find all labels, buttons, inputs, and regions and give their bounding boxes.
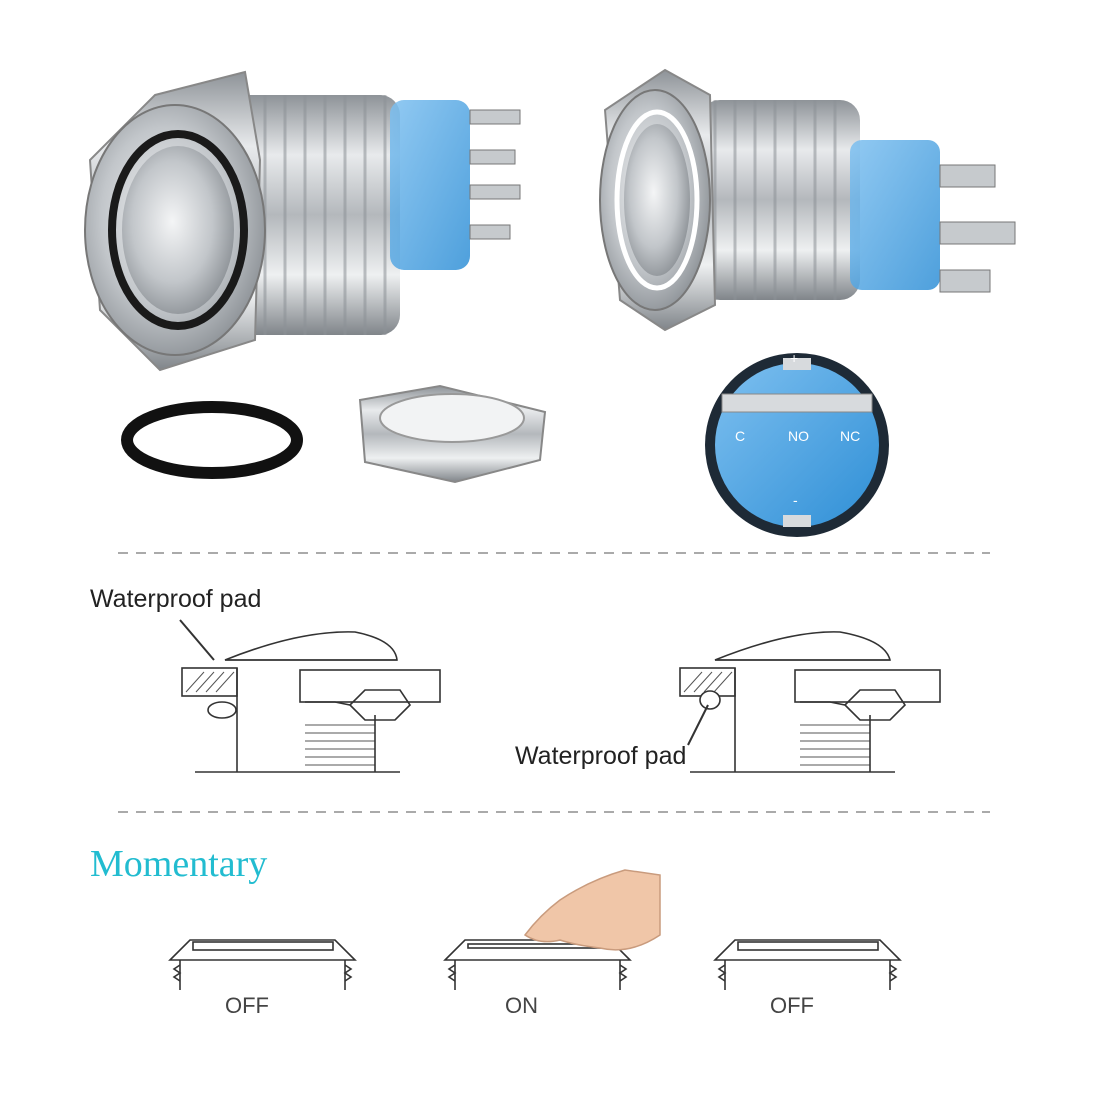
switch-front-view	[84, 70, 521, 372]
o-ring	[121, 401, 303, 479]
button-face	[122, 146, 234, 314]
terminal-plus-label: +	[790, 350, 799, 366]
led-ring	[614, 109, 700, 291]
led-ring	[108, 130, 248, 330]
state-label-off-1: OFF	[225, 993, 269, 1018]
mounting-diagram-left	[179, 619, 441, 773]
connector-base	[390, 100, 470, 270]
connector-back-view	[705, 353, 889, 537]
button-face	[624, 124, 690, 276]
terminal-minus-label: -	[793, 492, 798, 508]
waterproof-pad-label-right: Waterproof pad	[515, 742, 687, 770]
terminal-nc-label: NC	[840, 428, 861, 444]
waterproof-pad-label-left: Waterproof pad	[90, 585, 262, 613]
momentary-off-diagram-2	[713, 939, 902, 990]
state-label-on: ON	[505, 993, 538, 1018]
momentary-title: Momentary	[90, 843, 268, 885]
mounting-diagram-right	[679, 631, 941, 773]
switch-body-threads	[700, 100, 860, 300]
switch-body-threads	[230, 95, 400, 335]
state-label-off-2: OFF	[770, 993, 814, 1018]
product-photos	[84, 68, 1016, 537]
hex-nut	[358, 384, 547, 484]
terminal-no-label: NO	[788, 428, 809, 444]
connector-base	[850, 140, 940, 290]
momentary-off-diagram-1	[168, 939, 357, 990]
finger-illustration	[523, 869, 661, 951]
terminal-c-label: C	[735, 428, 746, 444]
switch-side-view	[599, 68, 1016, 332]
